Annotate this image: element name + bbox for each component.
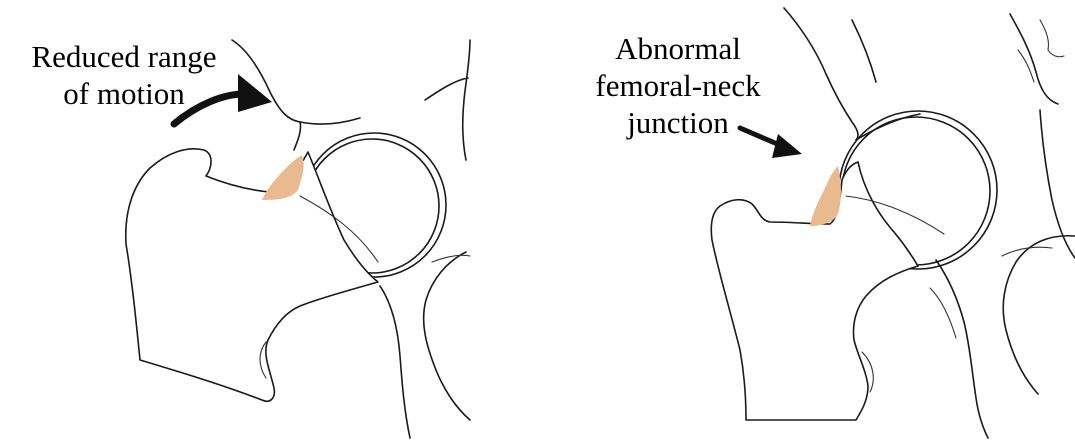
- right-acetabulum-outline: [784, 8, 858, 140]
- abnormal-junction-label: Abnormal femoral-neck junction: [586, 30, 770, 141]
- right-ischium-inner: [1002, 247, 1052, 256]
- reduced-range-label-line-2: of motion: [4, 75, 244, 112]
- right-ilium-outline: [852, 20, 876, 82]
- abnormal-junction-label-line-2: femoral-neck: [586, 67, 770, 104]
- right-pelvis-squiggle-1: [1010, 14, 1058, 104]
- right-pelvis-squiggle-3: [1018, 50, 1034, 82]
- abnormal-junction-label-line-1: Abnormal: [586, 30, 770, 67]
- right-pelvis-squiggle-2: [1040, 20, 1064, 57]
- left-ischium-outline: [424, 252, 470, 420]
- left-ischium-outline-2: [380, 286, 410, 438]
- right-ischium-outline-2: [936, 260, 988, 438]
- left-femur-outline: [126, 149, 378, 401]
- right-ischium-outline: [1003, 236, 1075, 394]
- right-femur-outline: [711, 162, 918, 420]
- reduced-range-label: Reduced range of motion: [4, 38, 244, 112]
- reduced-range-label-line-1: Reduced range: [4, 38, 244, 75]
- left-pelvis-outline: [300, 118, 360, 124]
- left-pelvis-right-outline: [463, 40, 470, 160]
- right-ischium-inner-2: [930, 288, 956, 338]
- straight-arrow-head: [772, 134, 802, 158]
- abnormal-junction-label-line-3: junction: [586, 104, 770, 141]
- left-pelvis-inner-outline: [425, 78, 468, 100]
